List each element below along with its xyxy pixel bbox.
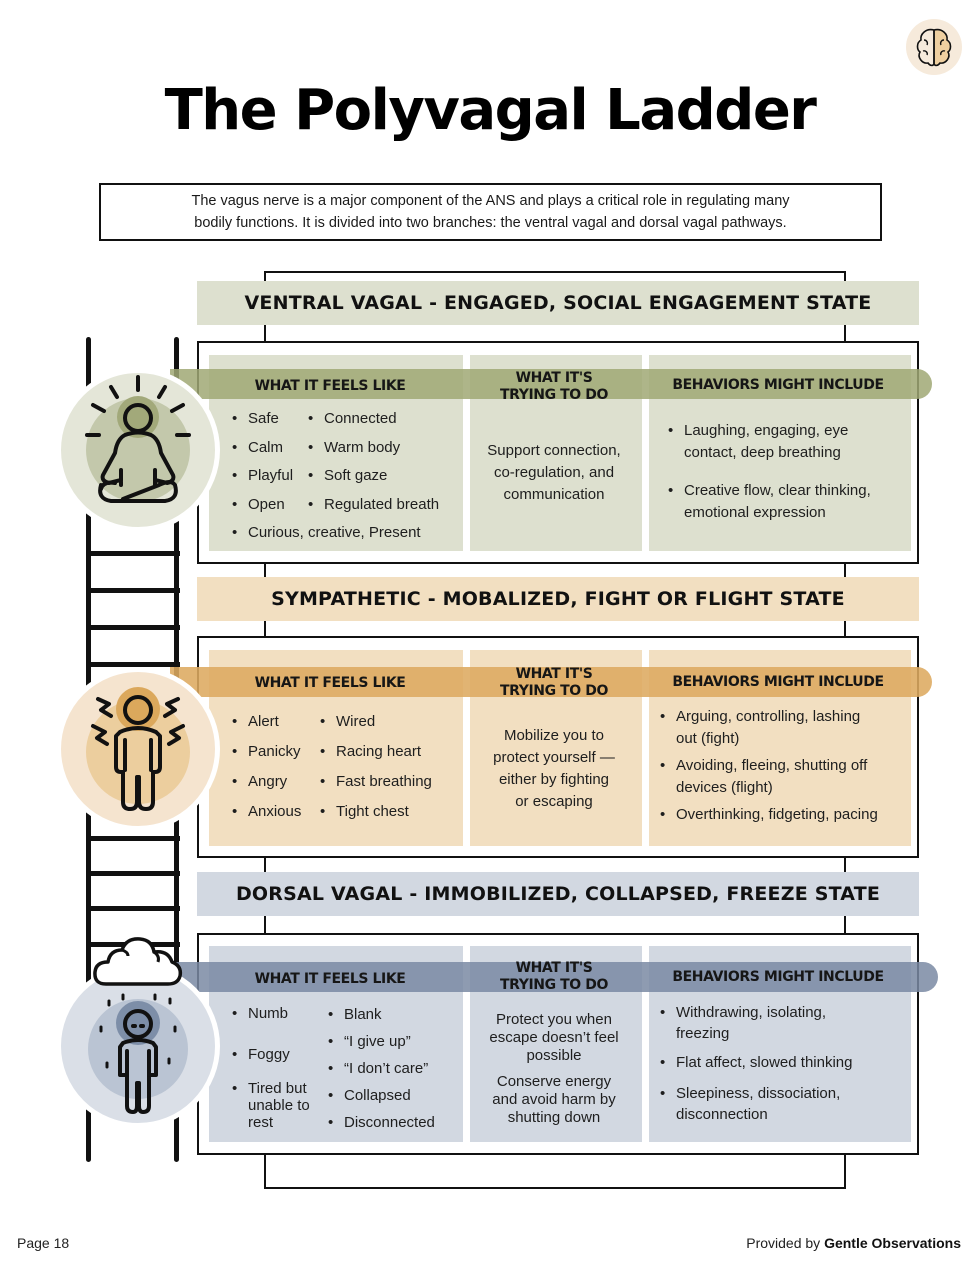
list-item: Arguing, controlling, lashing out (fight… (658, 706, 878, 750)
list-item: Sleepiness, dissociation, disconnection (658, 1083, 858, 1125)
provider-name: Gentle Observations (824, 1235, 961, 1251)
rain-cloud-icon (93, 937, 183, 986)
list-item: Soft gaze (306, 462, 466, 491)
ventral-state-icon (56, 368, 220, 532)
list-item: “I don’t care” (326, 1055, 466, 1082)
ventral-behaviors-heading: BEHAVIORS MIGHT INCLUDE (672, 377, 884, 393)
list-item: Numb (230, 1005, 325, 1022)
list-item: Angry (230, 767, 320, 797)
list-item: Safe (230, 405, 310, 434)
provider-credit: Provided by Gentle Observations (746, 1235, 961, 1251)
page-title: The Polyvagal Ladder (164, 78, 817, 143)
dorsal-behaviors-heading: BEHAVIORS MIGHT INCLUDE (672, 969, 884, 985)
list-item: Creative flow, clear thinking, emotional… (666, 480, 902, 524)
list-item: Regulated breath (306, 491, 466, 520)
list-item: Curious, creative, Present (230, 519, 460, 547)
dorsal-state-icon (56, 964, 220, 1128)
list-item: Foggy (230, 1046, 325, 1063)
list-item: Tired but unable to rest (230, 1080, 318, 1131)
page-number: Page 18 (17, 1235, 70, 1251)
brain-logo (906, 19, 962, 75)
person-icon (88, 993, 188, 1114)
list-item: Disconnected (326, 1109, 466, 1136)
list-item: Racing heart (318, 737, 458, 767)
list-item: Collapsed (326, 1082, 466, 1109)
dorsal-trying-heading: WHAT IT'S TRYING TO DO (499, 960, 609, 993)
intro-line-2: bodily functions. It is divided into two… (194, 215, 787, 231)
sympathetic-trying-heading: WHAT IT'S TRYING TO DO (499, 666, 609, 699)
list-item: Withdrawing, isolating, freezing (658, 1002, 858, 1044)
list-item: “I give up” (326, 1028, 466, 1055)
sympathetic-feels-heading: WHAT IT FEELS LIKE (254, 675, 406, 691)
sympathetic-state-icon (56, 667, 220, 831)
dorsal-feels-heading: WHAT IT FEELS LIKE (254, 971, 406, 987)
intro-line-1: The vagus nerve is a major component of … (191, 193, 790, 209)
sympathetic-behaviors-heading: BEHAVIORS MIGHT INCLUDE (672, 674, 884, 690)
sympathetic-state-banner: SYMPATHETIC - MOBALIZED, FIGHT OR FLIGHT… (197, 577, 919, 621)
list-item: Fast breathing (318, 767, 458, 797)
ventral-header-band (170, 369, 932, 399)
dorsal-header-band (170, 962, 938, 992)
sympathetic-behaviors-list: Arguing, controlling, lashing out (fight… (658, 706, 908, 826)
list-item: Wired (318, 707, 458, 737)
dorsal-trying-text: Protect you when escape doesn’t feel pos… (489, 1011, 619, 1126)
list-item: Tight chest (318, 797, 458, 827)
intro-box: The vagus nerve is a major component of … (99, 183, 882, 241)
list-item: Anxious (230, 797, 320, 827)
list-item: Connected (306, 405, 466, 434)
list-item: Avoiding, fleeing, shutting off devices … (658, 755, 878, 799)
sympathetic-header-band (170, 667, 932, 697)
brain-icon (916, 28, 952, 67)
list-item: Overthinking, fidgeting, pacing (658, 804, 908, 826)
list-item: Flat affect, slowed thinking (658, 1052, 898, 1073)
list-item: Calm (230, 434, 310, 463)
ventral-behaviors-list: Laughing, engaging, eye contact, deep br… (666, 420, 902, 524)
list-item: Laughing, engaging, eye contact, deep br… (666, 420, 902, 464)
ventral-feels-heading: WHAT IT FEELS LIKE (254, 378, 406, 394)
sympathetic-trying-text: Mobilize you to protect yourself — eithe… (493, 727, 615, 810)
list-item: Alert (230, 707, 320, 737)
list-item: Warm body (306, 434, 466, 463)
ventral-trying-text: Support connection, co-regulation, and c… (487, 442, 621, 503)
list-item: Blank (326, 1001, 466, 1028)
dorsal-state-banner: DORSAL VAGAL - IMMOBILIZED, COLLAPSED, F… (197, 872, 919, 916)
ventral-state-banner: VENTRAL VAGAL - ENGAGED, SOCIAL ENGAGEME… (197, 281, 919, 325)
list-item: Open (230, 491, 310, 520)
anxious-person-icon (86, 687, 190, 811)
dorsal-behaviors-list: Withdrawing, isolating, freezing Flat af… (658, 1002, 898, 1125)
meditation-icon (85, 375, 191, 503)
list-item: Playful (230, 462, 310, 491)
list-item: Panicky (230, 737, 320, 767)
ventral-trying-heading: WHAT IT'S TRYING TO DO (499, 370, 609, 403)
